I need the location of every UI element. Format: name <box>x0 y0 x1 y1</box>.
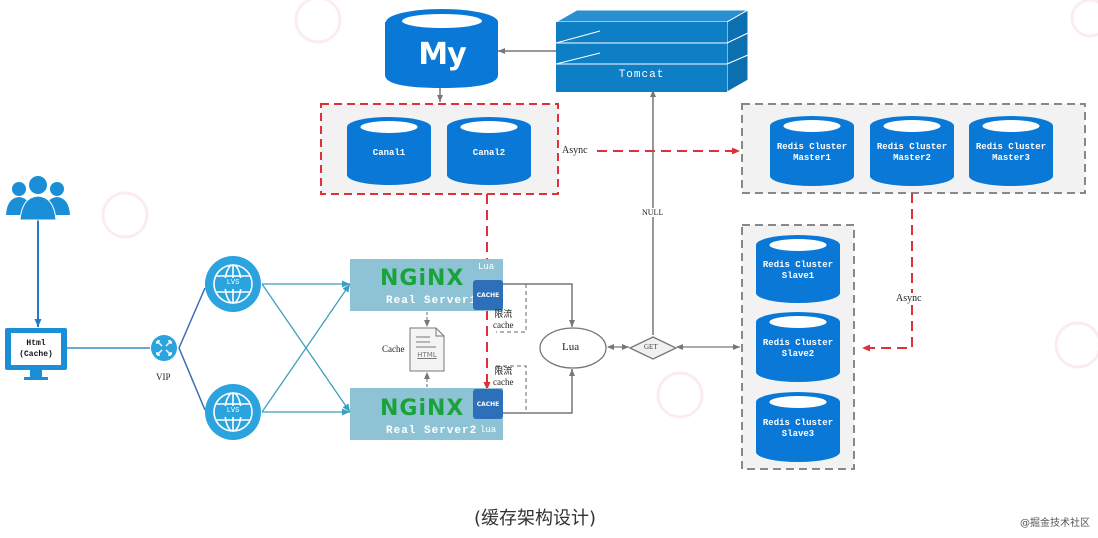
canal-2-label: Canal2 <box>472 147 506 158</box>
redis-master-1-label: Redis Cluster Master1 <box>776 142 848 163</box>
nginx-logo: NGiNX <box>380 396 465 421</box>
edge-vip-lvs2 <box>178 347 206 411</box>
redis-master-3-label: Redis Cluster Master3 <box>975 142 1047 163</box>
client-label: Html (Cache) <box>19 339 53 359</box>
database-icon <box>770 126 854 186</box>
watermark-icon <box>101 191 149 239</box>
nginx-real-server-2[interactable]: NGiNX Real Server2 lua CACHE <box>350 388 503 440</box>
edge-vip-lvs1 <box>178 287 206 349</box>
lvs-node-2[interactable] <box>205 384 261 440</box>
credit-watermark: @掘金技术社区 <box>1020 518 1090 529</box>
edge-lvs2-nginx1 <box>261 283 351 413</box>
real-server-label: Real Server2 <box>386 425 478 437</box>
redis-slave-3-cylinder[interactable] <box>756 392 840 462</box>
lua-tag: lua <box>480 425 497 435</box>
database-icon <box>756 402 840 462</box>
watermark-icon <box>1054 321 1098 369</box>
lvs-2-label: LVS <box>226 407 240 415</box>
database-icon <box>756 245 840 303</box>
tomcat-label: Tomcat <box>618 69 665 81</box>
edge-nginx2-lua <box>503 369 575 414</box>
lua-node-label: Lua <box>562 341 580 353</box>
watermark-icon <box>656 371 704 419</box>
watermark-icon <box>294 0 342 44</box>
database-icon <box>347 127 431 185</box>
canal-1-cylinder[interactable] <box>347 117 431 185</box>
redis-master-1-cylinder[interactable] <box>770 116 854 186</box>
lua-node[interactable] <box>539 327 607 369</box>
nginx-real-server-1[interactable]: NGiNX Real Server1 Lua CACHE <box>350 259 503 311</box>
canal-2-cylinder[interactable] <box>447 117 531 185</box>
redis-master-2-cylinder[interactable] <box>870 116 954 186</box>
cache-chip[interactable]: CACHE <box>473 389 503 419</box>
edge-master-slave-async <box>862 193 913 352</box>
client-monitor[interactable] <box>5 328 67 380</box>
limit-box-2 <box>496 365 527 413</box>
redis-slave-1-label: Redis Cluster Slave1 <box>762 260 834 281</box>
database-icon <box>447 127 531 185</box>
cylinder-layer <box>347 116 1053 462</box>
nginx-logo: NGiNX <box>380 266 465 291</box>
limit-label-2: 限流 cache <box>493 366 514 387</box>
vip-router[interactable] <box>151 335 177 361</box>
redis-slave-3-label: Redis Cluster Slave3 <box>762 418 834 439</box>
tomcat-server[interactable] <box>554 9 750 93</box>
get-node-label: GET <box>644 343 658 351</box>
html-document-icon <box>409 327 445 372</box>
watermark-icon <box>1070 0 1098 38</box>
lua-tag: Lua <box>478 262 495 272</box>
html-cache-label: Cache <box>382 344 405 354</box>
canal-1-label: Canal1 <box>372 147 406 158</box>
limit-label-1: 限流 cache <box>493 309 514 330</box>
lvs-1-label: LVS <box>226 279 240 287</box>
redis-slave-2-cylinder[interactable] <box>756 312 840 382</box>
limit-box-1 <box>496 284 527 333</box>
null-label: NULL <box>642 208 664 217</box>
vip-label: VIP <box>156 372 171 382</box>
redis-master-2-label: Redis Cluster Master2 <box>876 142 948 163</box>
redis-slave-1-cylinder[interactable] <box>756 235 840 303</box>
database-icon <box>385 22 498 88</box>
database-icon <box>870 126 954 186</box>
html-doc-label: HTML <box>417 351 437 359</box>
async-label-right: Async <box>896 293 922 304</box>
router-icon <box>151 335 177 361</box>
diagram-caption: (缓存架构设计) <box>474 508 597 529</box>
mysql-database[interactable] <box>385 9 498 88</box>
real-server-label: Real Server1 <box>386 295 478 307</box>
database-icon <box>969 126 1053 186</box>
users-icon <box>6 176 70 221</box>
database-icon <box>756 322 840 382</box>
async-label-top: Async <box>561 145 589 156</box>
redis-slave-2-label: Redis Cluster Slave2 <box>762 338 834 359</box>
lvs-node-1[interactable] <box>205 256 261 312</box>
redis-master-3-cylinder[interactable] <box>969 116 1053 186</box>
cache-chip[interactable]: CACHE <box>473 280 503 310</box>
watermarks <box>101 0 1098 419</box>
mysql-label: My <box>418 37 466 72</box>
get-node[interactable] <box>628 336 678 360</box>
